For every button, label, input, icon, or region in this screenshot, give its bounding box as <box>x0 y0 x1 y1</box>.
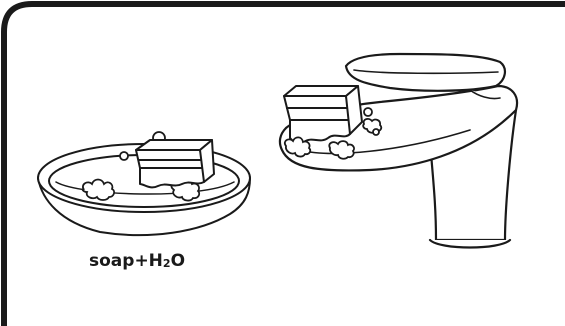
caption-suffix: O <box>170 251 186 271</box>
soap-suds-faucet <box>283 107 383 160</box>
caption-prefix: soap+H <box>89 251 163 271</box>
sponge-on-faucet <box>283 85 363 145</box>
bathroom-faucet <box>278 52 519 249</box>
sponge-in-dish <box>135 139 215 189</box>
caption-subscript: 2 <box>162 257 171 270</box>
caption-soap-water: soap+H2O <box>89 251 185 271</box>
